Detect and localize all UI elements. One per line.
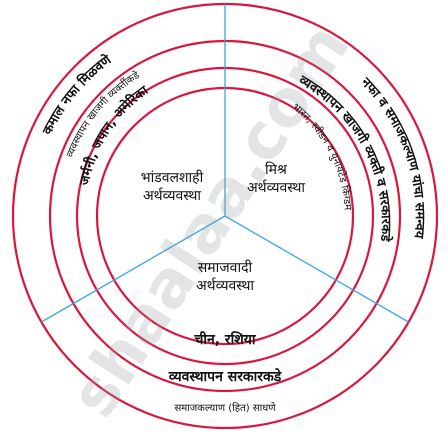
center-mixed-line2: अर्थव्यवस्था xyxy=(247,179,305,196)
center-socialist-line1: समाजवादी xyxy=(198,259,253,276)
goal-socialist-label: समाजकल्याण (हित) साधणे xyxy=(174,402,276,414)
divider-lower-right xyxy=(224,215,409,323)
management-socialist-label: व्यवस्थापन सरकारकडे xyxy=(168,368,282,385)
watermark: shaalaa.com xyxy=(56,11,364,430)
center-socialist-line2: अर्थव्यवस्था xyxy=(196,277,254,294)
center-mixed-line1: मिश्र xyxy=(265,161,288,178)
countries-socialist-label: चीन, रशिया xyxy=(193,331,256,348)
divider-lower-left xyxy=(41,215,226,323)
center-capitalist-line2: अर्थव्यवस्था xyxy=(143,187,201,204)
center-capitalist-line1: भांडवलशाही xyxy=(141,169,204,186)
